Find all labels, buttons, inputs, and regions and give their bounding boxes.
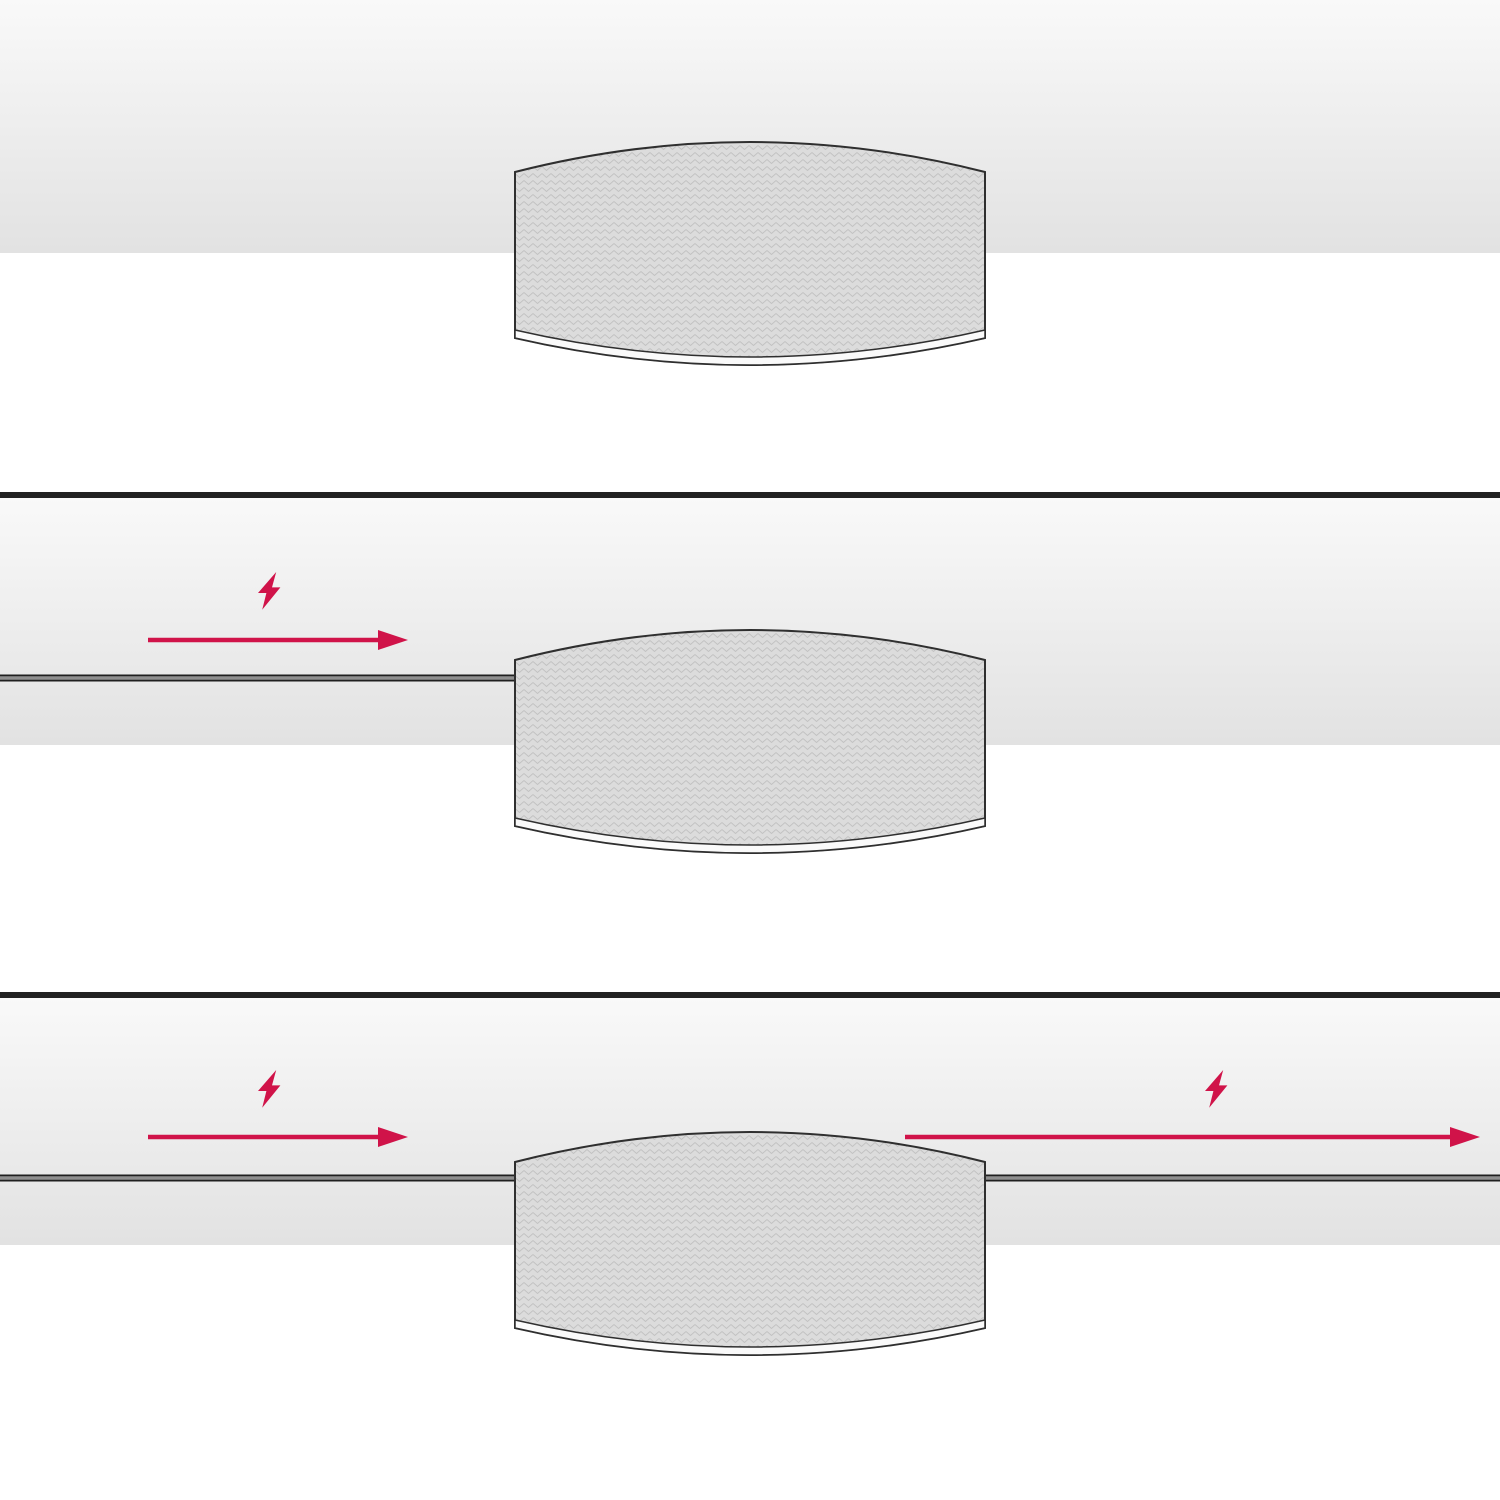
current-direction-arrow-right — [905, 1070, 1480, 1147]
panel-ceiling-lamp-plain — [0, 0, 1500, 366]
panel-divider — [0, 492, 1500, 498]
panel-ceiling-lamp-feed-left — [0, 492, 1500, 854]
drum-lampshade — [514, 141, 986, 366]
drum-lampshade — [514, 629, 986, 854]
current-direction-arrow-left — [148, 572, 408, 650]
panel-divider — [0, 992, 1500, 998]
panel-ceiling-lamp-feed-through — [0, 992, 1500, 1356]
current-direction-arrow-left — [148, 1070, 408, 1147]
drum-lampshade — [514, 1131, 986, 1356]
